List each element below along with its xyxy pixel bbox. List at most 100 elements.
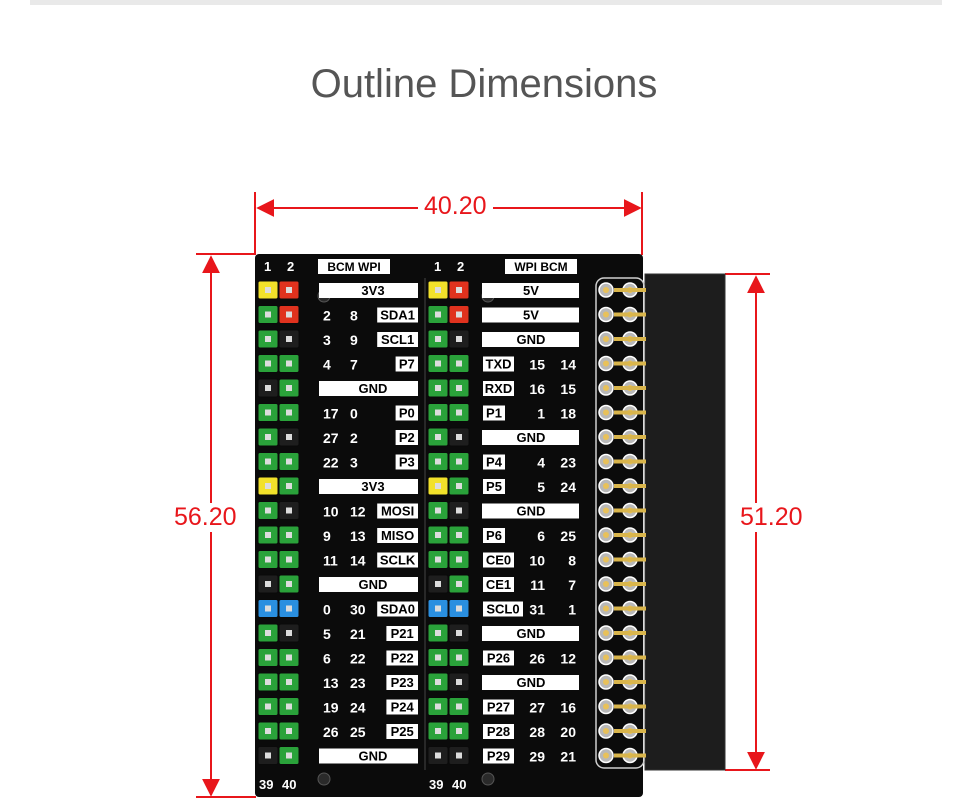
wpi-number: 24 <box>350 700 366 716</box>
bcm-number: 10 <box>323 504 339 520</box>
header-pin-lead <box>614 435 646 439</box>
header-pin <box>603 728 609 734</box>
jumper-pin <box>435 409 441 416</box>
pin-label: GND <box>517 332 546 347</box>
left-col2-top: 2 <box>287 259 294 274</box>
header-pin <box>603 605 609 612</box>
header-pin <box>603 311 609 318</box>
jumper-pin <box>286 630 292 636</box>
jumper-pin <box>286 556 292 563</box>
jumper-pin <box>286 483 292 489</box>
pin-label-box <box>483 479 505 494</box>
pin-label-bar <box>482 332 579 347</box>
wpi-number: 13 <box>350 528 366 544</box>
pin-label-box <box>483 552 514 568</box>
jumper-pin <box>286 360 292 367</box>
bcm-number: 11 <box>323 553 338 569</box>
jumper-pin <box>456 679 462 685</box>
jumper-pin <box>265 654 271 661</box>
wpi-number: 10 <box>529 553 545 569</box>
jumper-pin <box>435 311 441 318</box>
pin-label-box <box>386 699 418 715</box>
header-pin <box>603 532 609 538</box>
pin-label-box <box>395 454 418 470</box>
pin-label: SDA1 <box>380 308 415 323</box>
header-height-dimension: 51.20 <box>738 503 805 532</box>
pin-label-box <box>483 381 514 396</box>
jumper-pin <box>265 507 271 514</box>
header-pin-lead <box>614 410 646 415</box>
pin-label-bar <box>482 675 579 690</box>
jumper-pin <box>265 311 271 318</box>
right-col2-bottom: 40 <box>452 777 466 792</box>
jumper-pin <box>435 458 441 465</box>
bcm-number: 20 <box>560 724 576 740</box>
jumper-pin <box>265 409 271 416</box>
wpi-number: 8 <box>350 308 358 324</box>
pin-label: P29 <box>487 749 510 764</box>
jumper-pin <box>286 654 292 661</box>
header-pin-lead <box>614 312 646 317</box>
header-pin-lead <box>614 582 646 586</box>
jumper-pin <box>456 752 462 759</box>
top-divider <box>30 0 942 5</box>
header-pin <box>603 360 609 367</box>
right-label-box <box>505 259 577 274</box>
jumper-pin <box>265 630 271 636</box>
pin-label-box <box>377 552 418 568</box>
pin-label: P25 <box>391 724 414 739</box>
pin-label-box <box>483 699 514 715</box>
pin-label-box <box>483 454 505 470</box>
pin-label-bar <box>319 381 418 396</box>
wpi-number: 30 <box>350 602 366 618</box>
pin-label: P7 <box>399 357 415 372</box>
jumper-pin <box>265 728 271 734</box>
pin-label-box <box>386 724 418 739</box>
header-pin-lead <box>614 484 646 488</box>
jumper-pin <box>435 336 441 342</box>
wpi-number: 12 <box>350 504 366 520</box>
bcm-number: 6 <box>323 651 331 667</box>
jumper-pin <box>456 728 462 734</box>
jumper-pin <box>265 532 271 538</box>
header-pin <box>603 556 609 563</box>
left-jumpers <box>257 280 300 765</box>
jumper-pin <box>456 458 462 465</box>
jumper-pin <box>286 311 292 318</box>
jumper-pin <box>286 287 292 293</box>
jumper-pin <box>265 679 271 685</box>
pin-label: P27 <box>487 700 510 715</box>
header-pin-lead <box>614 557 646 562</box>
jumper-pin <box>456 581 462 587</box>
wpi-number: 28 <box>529 724 545 740</box>
pin-label: P3 <box>399 455 415 470</box>
jumper-pin <box>456 409 462 416</box>
jumper-pin <box>435 654 441 661</box>
jumper-pin <box>435 287 441 293</box>
bcm-number: 21 <box>560 749 576 765</box>
bcm-number: 5 <box>323 626 331 642</box>
pin-label: 5V <box>523 283 539 298</box>
jumper-pin <box>435 434 441 440</box>
right-col1-bottom: 39 <box>429 777 443 792</box>
jumper-pin <box>265 483 271 489</box>
mount-hole <box>317 772 331 786</box>
header-pin-lead <box>614 655 646 660</box>
bcm-number: 26 <box>323 724 339 740</box>
jumper-pin <box>456 385 462 391</box>
jumper-pin <box>456 605 462 612</box>
wpi-number: 1 <box>537 406 545 422</box>
header-pin <box>603 409 609 416</box>
bcm-number: 7 <box>568 577 576 593</box>
pin-label-box <box>377 601 418 617</box>
bcm-number: 12 <box>560 651 576 667</box>
bcm-number: 3 <box>323 332 331 348</box>
pin-label: SCL1 <box>381 332 414 347</box>
jumper-pin <box>456 507 462 514</box>
left-header-labels: 1 2 39 40 <box>259 259 296 792</box>
header-pin <box>603 507 609 514</box>
jumper-pin <box>456 654 462 661</box>
pin-label: P4 <box>486 455 503 470</box>
wpi-number: 22 <box>350 651 366 667</box>
jumper-pin <box>265 458 271 465</box>
